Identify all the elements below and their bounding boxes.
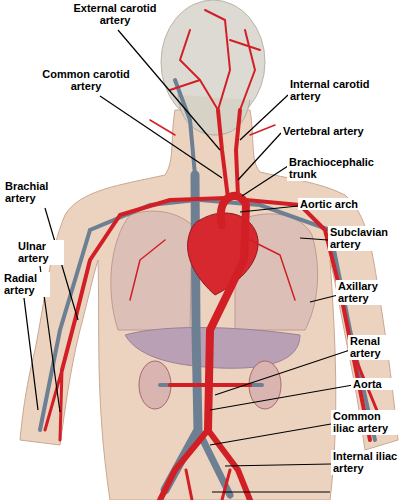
part-label: Aortic arch <box>298 198 398 210</box>
part-label: Radial artery <box>2 272 50 297</box>
part-label: Vertebral artery <box>281 125 399 137</box>
left-lung <box>111 211 192 330</box>
part-label: Subclavian artery <box>328 226 400 251</box>
part-label: Internal iliac artery <box>331 450 401 475</box>
part-label: Aorta <box>351 378 401 390</box>
part-label: Brachial artery <box>3 180 65 205</box>
body-silhouette <box>20 110 398 500</box>
part-label: Axillary artery <box>336 280 398 305</box>
part-label: Internal carotid artery <box>288 78 378 103</box>
part-label: Common carotid artery <box>40 68 132 93</box>
part-label: Renal artery <box>348 335 402 360</box>
part-label: Brachiocephalic trunk <box>287 156 392 181</box>
part-label: Common iliac artery <box>331 410 401 435</box>
part-label: External carotid artery <box>70 2 160 27</box>
part-label: Ulnar artery <box>16 240 64 265</box>
